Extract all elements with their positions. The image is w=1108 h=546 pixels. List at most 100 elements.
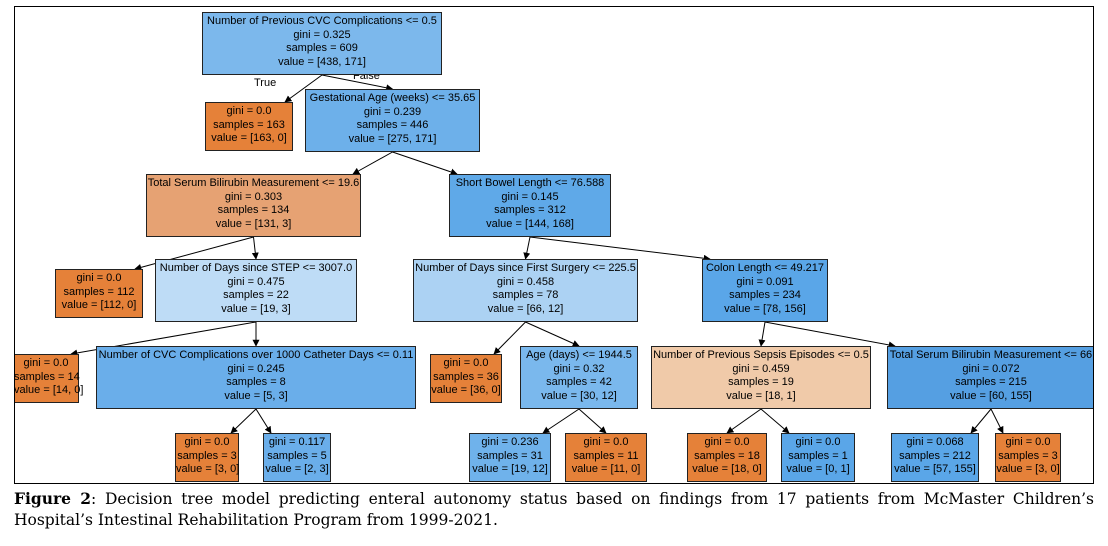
node-stat: samples = 36 [433,370,499,383]
node-stat: samples = 234 [729,289,801,301]
node-stat: value = [30, 12] [541,389,617,402]
tree-edge [284,74,323,103]
node-condition: Number of Days since First Surgery <= 22… [415,262,636,274]
node-stat: gini = 0.0 [795,436,841,448]
node-stat: samples = 78 [492,289,559,301]
tree-edge [321,74,394,92]
node-stat: gini = 0.0 [184,436,230,448]
node-stat: gini = 0.458 [496,275,555,288]
node-stat: samples = 215 [955,376,1027,388]
node-stat: gini = 0.0 [1005,436,1051,448]
tree-edge [764,321,896,349]
tree-edge [134,236,254,271]
node-stat: value = [131, 3] [215,217,292,230]
node-stat: gini = 0.0 [583,436,629,448]
node-stat: value = [163, 0] [211,132,287,144]
node-stat: value = [19, 12] [472,463,548,475]
node-stat: gini = 0.068 [906,436,964,448]
node-condition: Colon Length <= 49.217 [705,262,825,274]
split-node: Number of CVC Complications over 1000 Ca… [96,346,416,409]
node-stat: gini = 0.236 [481,436,539,448]
tree-edges [70,74,1004,434]
node-stat: gini = 0.145 [501,190,559,203]
node-stat: gini = 0.0 [226,105,272,117]
node-stat: value = [14, 0] [14,384,84,396]
split-node: Number of Previous CVC Complications <= … [202,12,442,75]
node-stat: value = [144, 168] [486,217,574,230]
node-stat: samples = 22 [223,289,289,301]
node-stat: samples = 42 [546,376,612,388]
node-stat: value = [438, 171] [278,55,366,68]
node-stat: value = [78, 156] [724,302,806,315]
node-condition: Number of CVC Complications over 1000 Ca… [98,349,414,361]
node-condition: Total Serum Bilirubin Measurement <= 19.… [147,177,360,189]
node-stat: gini = 0.0 [443,357,489,369]
node-stat: gini = 0.072 [962,362,1020,375]
split-node: Number of Previous Sepsis Episodes <= 0.… [651,346,871,409]
node-stat: value = [3, 0] [996,463,1060,475]
node-stat: value = [57, 155] [894,463,976,475]
node-condition: Gestational Age (weeks) <= 35.65 [309,92,476,104]
node-stat: value = [60, 155] [950,389,1032,402]
split-node: Total Serum Bilirubin Measurement <= 19.… [146,174,361,237]
node-stat: gini = 0.091 [736,275,794,288]
node-stat: samples = 1 [788,449,848,462]
tree-edge [392,151,458,176]
node-condition: Short Bowel Length <= 76.588 [455,177,605,189]
node-stat: gini = 0.245 [227,362,285,375]
node-condition: Total Serum Bilirubin Measurement <= 66 [889,349,1093,361]
node-stat: samples = 212 [899,449,971,462]
node-stat: gini = 0.117 [268,436,326,448]
node-stat: value = [2, 3] [265,463,329,475]
node-condition: Number of Days since STEP <= 3007.0 [159,262,353,274]
node-stat: value = [66, 12] [487,302,564,315]
split-node: Number of Days since First Surgery <= 22… [413,259,638,322]
node-stat: value = [19, 3] [221,302,291,315]
node-stat: samples = 31 [477,449,543,462]
node-stat: samples = 8 [226,376,286,388]
figure-caption-label: Figure 2 [14,489,92,508]
node-stat: samples = 134 [217,204,290,216]
node-stat: value = [112, 0] [61,299,137,311]
node-condition: Number of Previous Sepsis Episodes <= 0.… [653,349,869,361]
node-stat: value = [18, 1] [726,389,796,402]
node-stat: samples = 609 [286,42,358,54]
true-branch-label: True [254,77,277,89]
node-stat: samples = 5 [267,449,327,462]
node-stat: gini = 0.0 [23,357,69,369]
node-stat: value = [36, 0] [431,384,501,396]
node-stat: samples = 112 [63,285,135,298]
tree-edge [760,408,790,434]
node-stat: value = [18, 0] [692,463,762,475]
node-stat: samples = 446 [356,119,429,131]
node-stat: gini = 0.32 [553,362,605,375]
node-stat: value = [0, 1] [786,463,850,475]
node-stat: samples = 163 [213,118,285,131]
tree-edge [970,408,992,434]
tree-edge [251,236,259,260]
node-stat: gini = 0.0 [76,272,122,284]
tree-edge [578,408,607,434]
tree-edge [255,408,272,434]
tree-edge [542,408,580,434]
tree-edge [525,321,580,347]
tree-edge [529,236,711,262]
node-stat: gini = 0.459 [732,362,790,375]
tree-edge [758,321,766,347]
node-stat: samples = 19 [728,376,794,388]
figure-caption: Figure 2: Decision tree model predicting… [14,488,1094,531]
node-stat: samples = 312 [494,204,566,216]
node-stat: gini = 0.303 [224,190,283,203]
tree-edge [726,408,762,434]
